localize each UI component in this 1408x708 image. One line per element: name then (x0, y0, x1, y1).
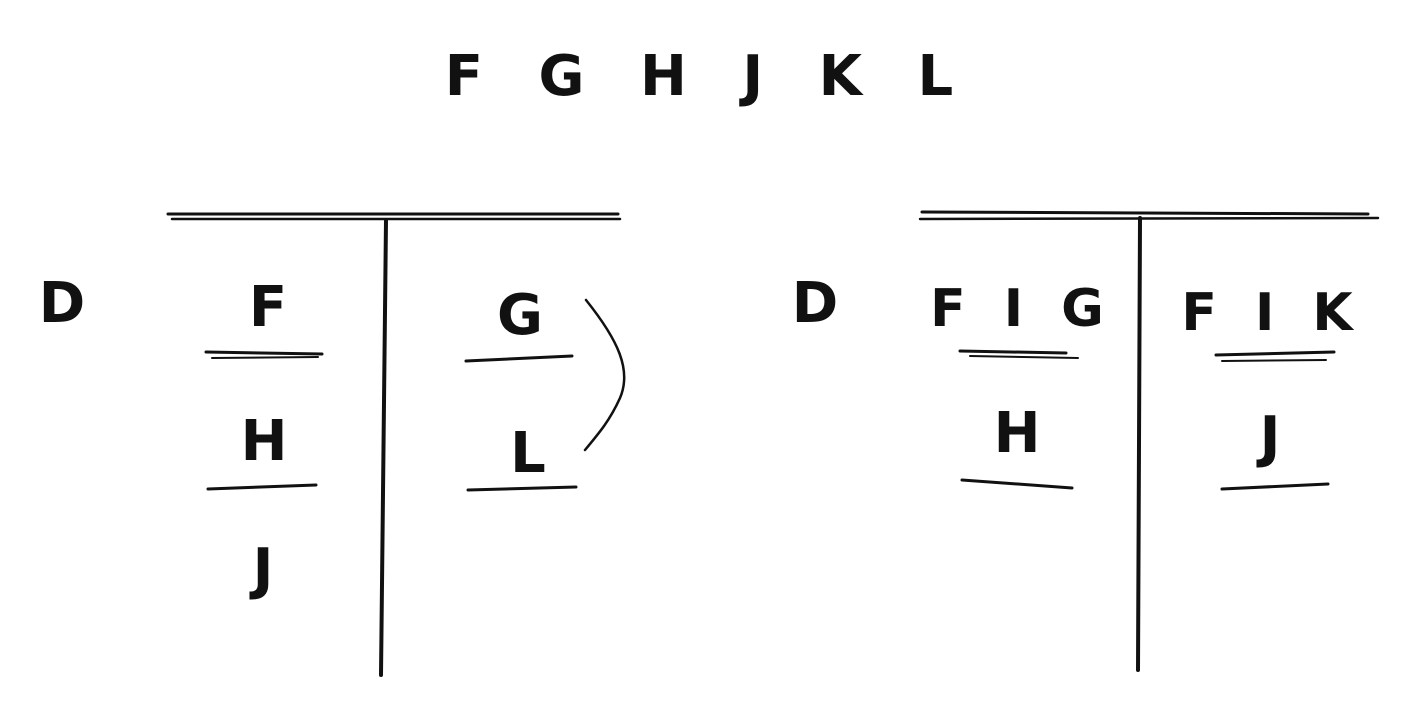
grouping-bracket (583, 298, 626, 452)
right-col-b-underline-1 (1214, 350, 1336, 357)
left-col-b-underline-2 (466, 485, 578, 492)
right-col-a-underline-2 (960, 478, 1074, 490)
right-row-label: D (792, 271, 838, 336)
right-col-a-underline-1 (958, 349, 1068, 355)
left-col-a-item-1: F (249, 275, 287, 340)
right-col-a-item-2: H (994, 401, 1041, 466)
right-table-divider (1136, 216, 1142, 672)
right-t-table: D F I G H F I K J (792, 210, 1380, 672)
left-col-b-item-1: G (497, 283, 543, 348)
right-col-b-item-1: F I K (1181, 283, 1362, 343)
left-t-table: D F H J G L (39, 212, 626, 677)
right-col-b-underline-1b (1221, 359, 1327, 362)
left-col-b-underline-1 (464, 354, 574, 363)
left-col-a-underline-2 (206, 483, 318, 491)
right-table-top-line-double (918, 216, 1380, 221)
left-table-divider (379, 218, 388, 677)
left-row-label: D (39, 271, 85, 336)
right-col-a-underline-1b (969, 355, 1079, 359)
left-col-a-underline-1b (211, 356, 319, 359)
right-col-b-underline-2 (1220, 482, 1330, 491)
right-table-top-line (920, 210, 1370, 216)
letter-set-title: F G H J K L (445, 44, 971, 109)
right-col-a-item-1: F I G (930, 279, 1114, 339)
left-col-a-underline-1 (204, 350, 324, 356)
left-col-a-item-2: H (241, 409, 288, 474)
left-col-b-item-2: L (510, 421, 546, 486)
left-col-a-item-3: J (249, 537, 274, 602)
right-col-b-item-2: J (1256, 405, 1281, 470)
